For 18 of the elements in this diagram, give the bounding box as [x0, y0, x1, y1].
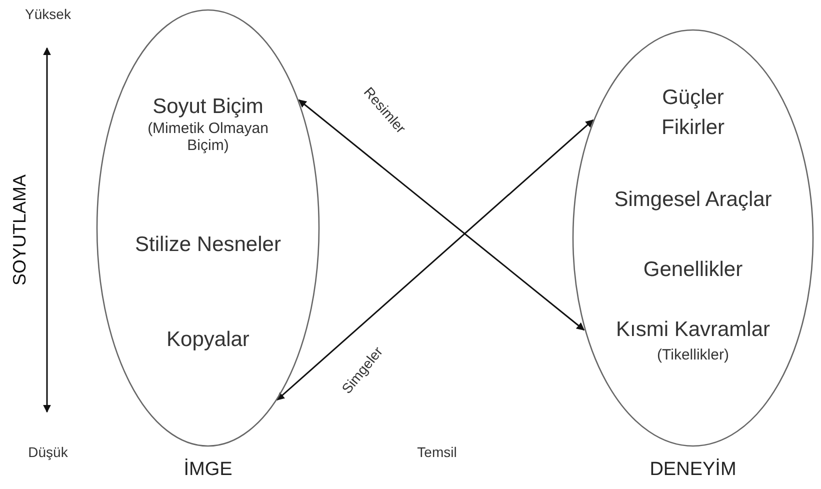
node-subtext: (Mimetik Olmayan Biçim)	[146, 120, 270, 154]
double-arrow	[276, 119, 594, 401]
ellipse-heading: DENEYİM	[648, 459, 738, 481]
node-text: Kısmi Kavramlar	[614, 318, 772, 342]
axis-label: Yüksek	[25, 6, 71, 22]
ellipse-heading: İMGE	[182, 459, 234, 481]
node-text: Simgesel Araçlar	[613, 188, 773, 212]
node-text: Kopyalar	[166, 328, 250, 352]
double-arrow	[298, 99, 585, 331]
node-text: Genellikler	[642, 258, 744, 282]
node-text: Fikirler	[660, 116, 726, 140]
node-text: Soyut Biçim	[152, 95, 264, 119]
node-text: Stilize Nesneler	[134, 233, 282, 257]
caption-label: Temsil	[417, 444, 457, 460]
axis-title: SOYUTLAMA	[10, 174, 30, 286]
node-subtext: (Tikellikler)	[656, 346, 730, 364]
axis-label: Düşük	[28, 444, 68, 460]
node-text: Güçler	[661, 86, 725, 110]
